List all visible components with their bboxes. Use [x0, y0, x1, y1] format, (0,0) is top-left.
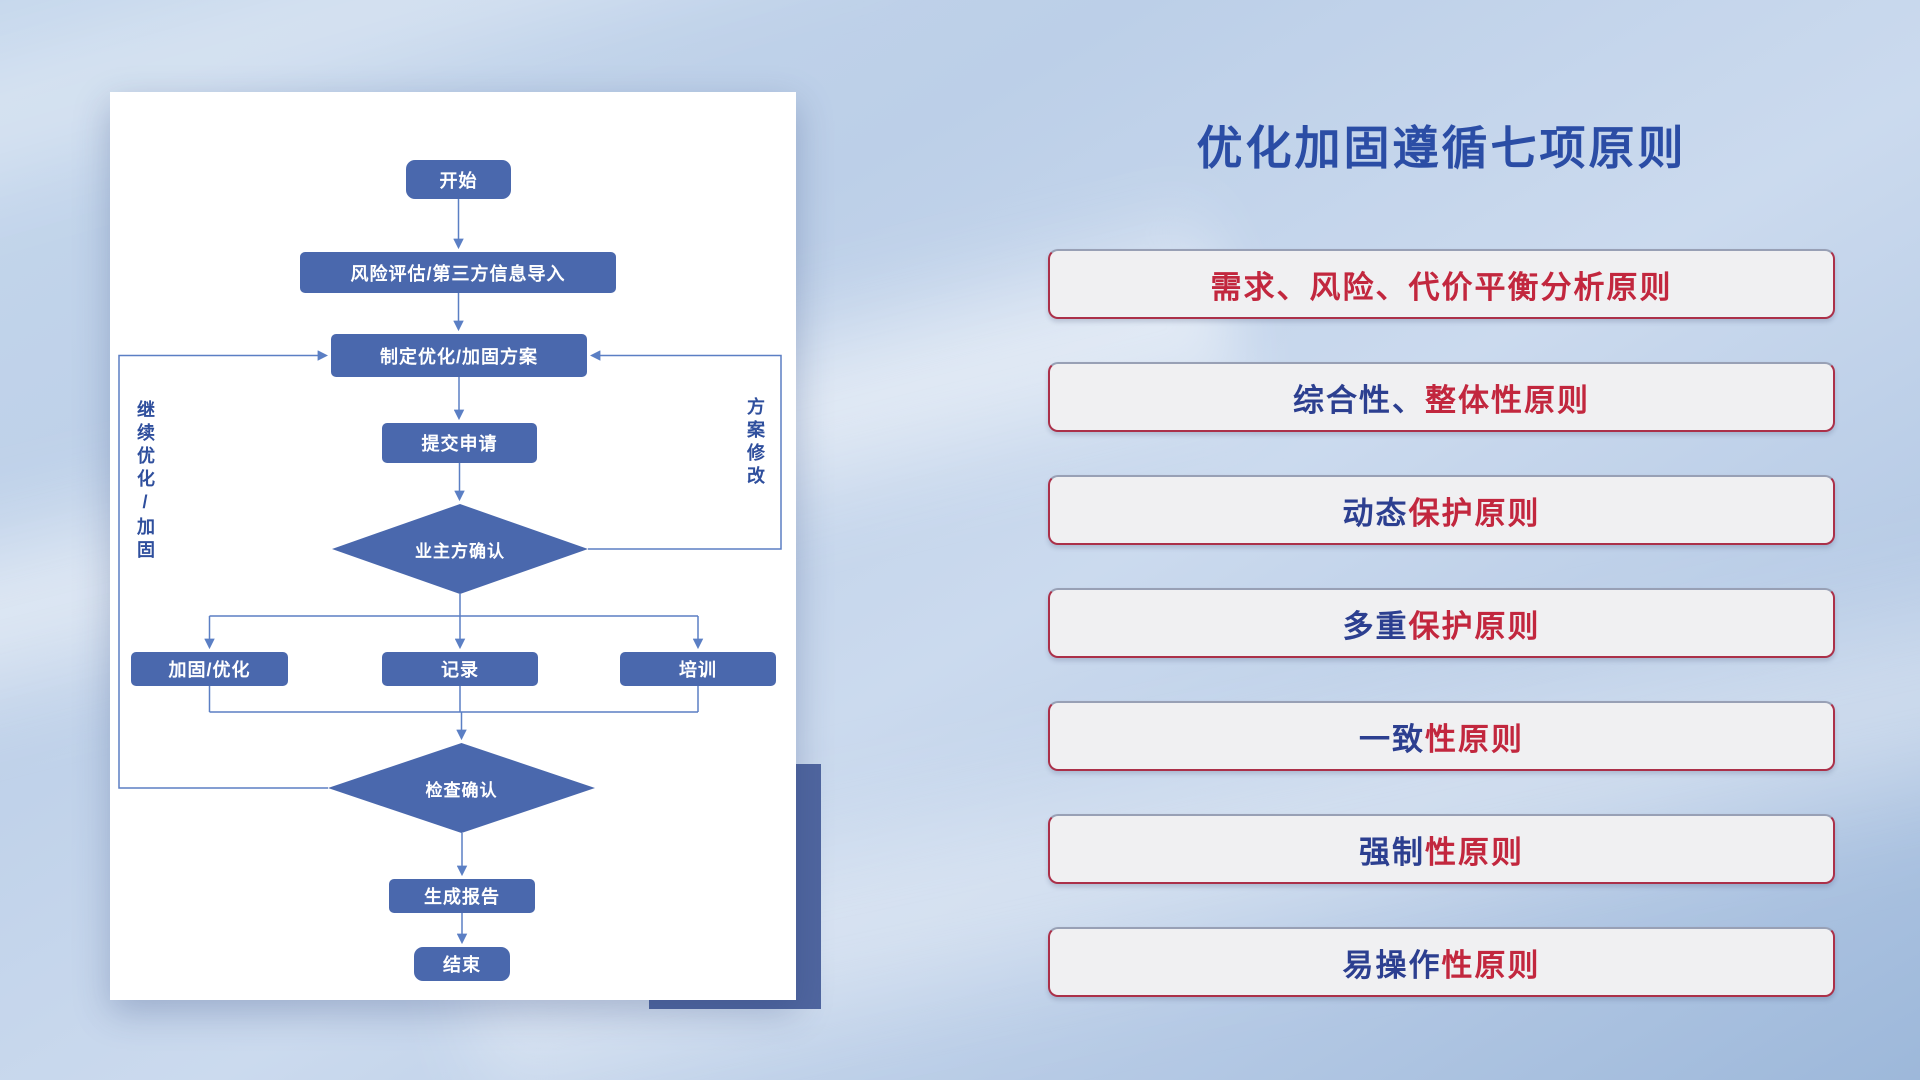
flow-node-risk-import: 风险评估/第三方信息导入	[300, 252, 616, 293]
flow-connector-line	[118, 350, 329, 789]
flow-node-record: 记录	[382, 652, 538, 686]
flow-node-submit: 提交申请	[382, 423, 537, 463]
principle-text-red: 整体性原则	[1425, 382, 1590, 418]
principle-text-red: 保护原则	[1408, 608, 1541, 644]
flow-node-report: 生成报告	[389, 879, 535, 913]
principle-text-blue: 强制	[1359, 834, 1425, 870]
principle-text-red: 保护原则	[1408, 495, 1541, 531]
flowchart-card: 开始 风险评估/第三方信息导入 制定优化/加固方案 提交申请 业主方确认 加固/…	[110, 92, 796, 1000]
principle-item-6: 强制性原则	[1048, 814, 1835, 884]
principle-text-red: 性原则	[1425, 721, 1524, 757]
principle-item-1: 需求、风险、代价平衡分析原则	[1048, 249, 1835, 319]
flow-node-start: 开始	[406, 160, 511, 199]
principle-text-blue: 易操作	[1342, 947, 1442, 983]
flow-node-reinforce: 加固/优化	[131, 652, 288, 686]
flow-node-make-plan: 制定优化/加固方案	[331, 334, 587, 377]
principle-text-red: 性原则	[1425, 834, 1524, 870]
principle-text-blue: 综合性、	[1293, 382, 1425, 418]
principle-item-5: 一致性原则	[1048, 701, 1835, 771]
edge-label-revise-loop: 方案修改	[745, 397, 765, 489]
flow-node-train: 培训	[620, 652, 776, 686]
principle-item-4: 多重保护原则	[1048, 588, 1835, 658]
principle-text-red: 需求、风险、代价平衡分析原则	[1210, 269, 1673, 305]
principle-text-blue: 多重	[1342, 608, 1409, 644]
principles-list: 需求、风险、代价平衡分析原则 综合性、整体性原则 动态保护原则 多重保护原则 一…	[1048, 249, 1835, 997]
flow-node-end: 结束	[414, 947, 510, 981]
edge-label-continue-loop: 继续优化/加固	[135, 400, 155, 563]
principle-item-3: 动态保护原则	[1048, 475, 1835, 545]
flow-connectors	[118, 199, 782, 945]
principle-item-2: 综合性、整体性原则	[1048, 362, 1835, 432]
principle-text-blue: 一致	[1359, 721, 1425, 757]
flow-connector-line	[588, 350, 782, 550]
principle-text-red: 性原则	[1441, 947, 1541, 983]
page-title: 优化加固遵循七项原则	[1196, 122, 1687, 174]
principle-item-7: 易操作性原则	[1048, 927, 1835, 997]
principle-text-blue: 动态	[1342, 495, 1409, 531]
